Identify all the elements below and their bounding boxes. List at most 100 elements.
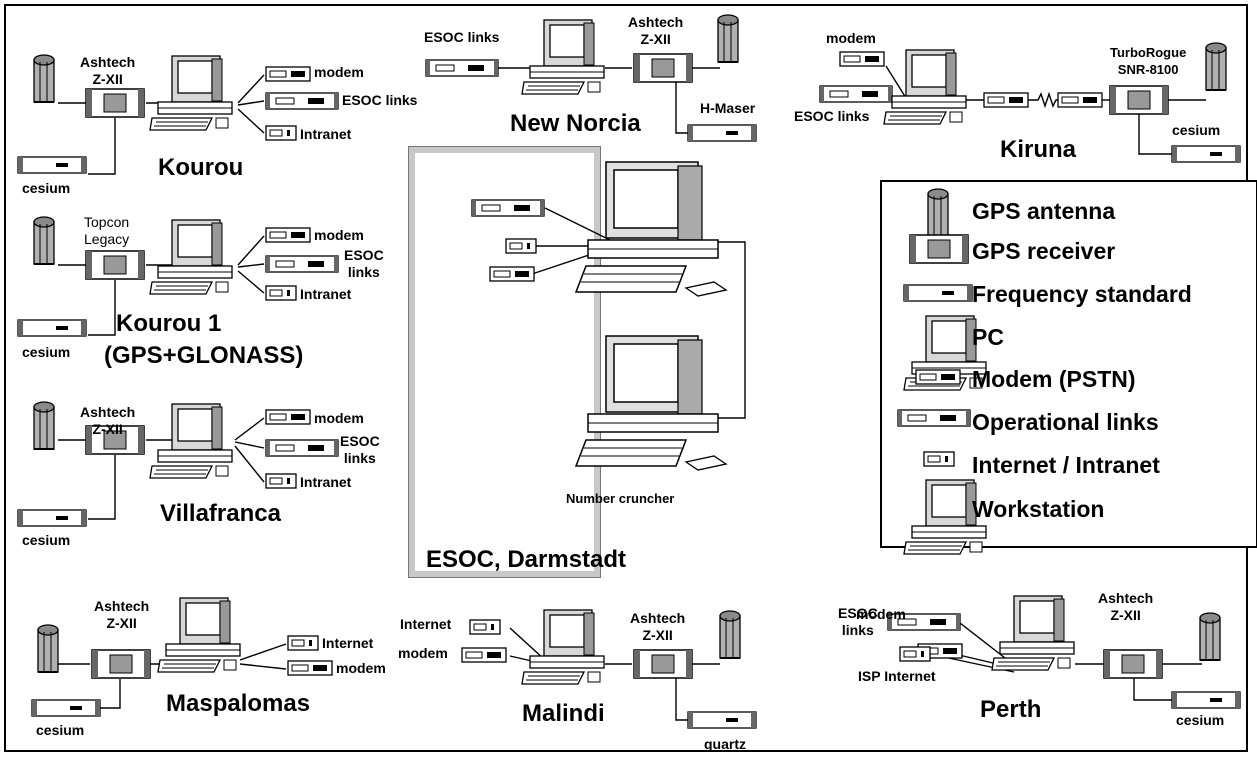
receiver-label: TurboRogue SNR-8100 bbox=[1110, 45, 1187, 77]
quartz-icon bbox=[687, 711, 757, 729]
cesium-label: cesium bbox=[22, 532, 71, 548]
modem-icon bbox=[265, 409, 311, 425]
cesium-label: cesium bbox=[36, 722, 85, 738]
legend-item-label: Modem (PSTN) bbox=[972, 366, 1136, 392]
workstation-icon bbox=[575, 161, 727, 297]
site-subtitle-kourou1: (GPS+GLONASS) bbox=[104, 342, 304, 369]
site-name-villafranca: Villafranca bbox=[160, 500, 281, 527]
modem-label: modem bbox=[314, 410, 364, 426]
site-name-malindi: Malindi bbox=[522, 700, 605, 727]
pc-icon bbox=[883, 49, 967, 125]
gps-antenna-icon bbox=[927, 188, 949, 237]
modem-label: modem bbox=[826, 30, 876, 46]
site-name-esoc: ESOC, Darmstadt bbox=[426, 546, 627, 573]
site-name-kiruna: Kiruna bbox=[1000, 136, 1077, 163]
internet-icon bbox=[469, 619, 501, 635]
intranet-icon bbox=[265, 473, 297, 489]
gps-antenna-icon bbox=[33, 216, 55, 265]
internet-label: Internet bbox=[322, 635, 374, 651]
gps-antenna-icon bbox=[1199, 612, 1221, 661]
modem-icon bbox=[489, 266, 535, 282]
gps-antenna-icon bbox=[719, 610, 741, 659]
gps-receiver-icon bbox=[85, 88, 145, 118]
site-name-new-norcia: New Norcia bbox=[510, 110, 641, 137]
gps-antenna-icon bbox=[1205, 42, 1227, 91]
gps-receiver-icon bbox=[909, 234, 969, 264]
number-cruncher-icon bbox=[575, 335, 727, 471]
modem-label: modem bbox=[314, 64, 364, 80]
pc-icon bbox=[991, 595, 1075, 671]
receiver-label: Ashtech Z-XII bbox=[628, 14, 684, 47]
modem-icon bbox=[839, 51, 885, 67]
modem-icon bbox=[265, 227, 311, 243]
gps-receiver-icon bbox=[633, 649, 693, 679]
legend-item-label: Operational links bbox=[972, 409, 1159, 435]
internet-label: Internet bbox=[400, 616, 452, 632]
site-name-kourou: Kourou bbox=[158, 154, 244, 181]
intranet-icon bbox=[923, 451, 955, 467]
modem-icon bbox=[915, 369, 961, 385]
esoc-links-label: ESOC links bbox=[838, 605, 878, 638]
esoc-links-label: ESOC links bbox=[794, 108, 870, 124]
legend-item-label: GPS receiver bbox=[972, 238, 1116, 264]
legend-item-label: PC bbox=[972, 324, 1004, 350]
frequency-standard-icon bbox=[903, 284, 973, 302]
gps-antenna-icon bbox=[33, 401, 55, 450]
cesium-label: cesium bbox=[1176, 712, 1225, 728]
gps-receiver-icon bbox=[91, 649, 151, 679]
modem-icon bbox=[1057, 92, 1103, 108]
cesium-icon bbox=[17, 156, 87, 174]
isp-internet-icon bbox=[899, 646, 931, 662]
gps-receiver-icon bbox=[1103, 649, 1163, 679]
legend-item-label: GPS antenna bbox=[972, 198, 1116, 224]
cesium-icon bbox=[1171, 145, 1241, 163]
cesium-icon bbox=[31, 699, 101, 717]
esoc-box bbox=[408, 146, 601, 578]
cesium-icon bbox=[1171, 691, 1241, 709]
operational-links-icon bbox=[471, 199, 545, 217]
pc-icon bbox=[149, 219, 233, 295]
receiver-label: Topcon Legacy bbox=[84, 214, 130, 247]
intranet-icon bbox=[505, 238, 537, 254]
gps-antenna-icon bbox=[37, 624, 59, 673]
gps-receiver-icon bbox=[1109, 85, 1169, 115]
gps-antenna-icon bbox=[33, 54, 55, 103]
gps-antenna-icon bbox=[717, 14, 739, 63]
esoc-links-icon bbox=[265, 255, 339, 273]
malindi-station bbox=[461, 609, 757, 729]
pc-icon bbox=[157, 597, 241, 673]
cesium-label: cesium bbox=[1172, 122, 1221, 138]
modem-label: modem bbox=[336, 660, 386, 676]
gps-receiver-icon bbox=[633, 53, 693, 83]
legend-item-label: Internet / Intranet bbox=[972, 452, 1160, 478]
esoc-center bbox=[471, 161, 727, 471]
esoc-links-icon bbox=[425, 59, 499, 77]
intranet-label: Intranet bbox=[300, 474, 352, 490]
legend-item-label: Frequency standard bbox=[972, 281, 1192, 307]
modem-icon bbox=[983, 92, 1029, 108]
intranet-icon bbox=[265, 285, 297, 301]
modem-icon bbox=[287, 660, 333, 676]
cesium-label: cesium bbox=[22, 344, 71, 360]
esoc-links-icon bbox=[819, 85, 893, 103]
cesium-icon bbox=[17, 319, 87, 337]
cesium-label: cesium bbox=[22, 180, 71, 196]
site-name-kourou1: Kourou 1 bbox=[116, 310, 222, 337]
internet-icon bbox=[287, 635, 319, 651]
esoc-links-label: ESOC links bbox=[424, 29, 500, 45]
esoc-links-label: ESOC links bbox=[344, 247, 384, 280]
esoc-links-label: ESOC links bbox=[342, 92, 418, 108]
cesium-icon bbox=[17, 509, 87, 527]
receiver-label: Ashtech Z-XII bbox=[94, 598, 150, 631]
esoc-links-icon bbox=[265, 439, 339, 457]
intranet-icon bbox=[265, 125, 297, 141]
operational-links-icon bbox=[897, 409, 971, 427]
intranet-label: Intranet bbox=[300, 286, 352, 302]
modem-label: modem bbox=[398, 645, 448, 661]
modem-icon bbox=[461, 647, 507, 663]
pc-icon bbox=[521, 19, 605, 95]
receiver-label: Ashtech Z-XII bbox=[80, 404, 136, 437]
quartz-label: quartz bbox=[704, 736, 746, 752]
modem-icon bbox=[265, 66, 311, 82]
